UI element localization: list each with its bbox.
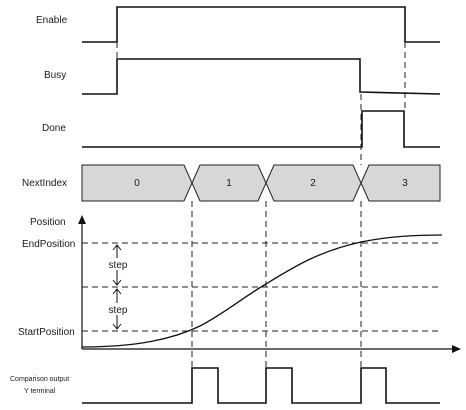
position-curve [81, 234, 443, 348]
position-x-arrow [452, 345, 461, 353]
next-index-value-3: 3 [402, 178, 408, 189]
next-index-value-2: 2 [310, 178, 316, 189]
next-index-label: NextIndex [22, 178, 67, 189]
enable-label: Enable [36, 15, 68, 26]
busy-waveform [82, 58, 441, 95]
comparison-output-label-line2: Y terminal [24, 388, 56, 395]
step-label-upper: step [109, 260, 128, 271]
next-index-value-1: 1 [226, 178, 232, 189]
step-indicator-upper: step [104, 244, 132, 286]
comparison-output-waveform [82, 367, 440, 404]
next-index-bus: 0 1 2 3 [81, 164, 441, 202]
comparison-output-label-line1: Comparison output [10, 376, 69, 383]
done-label: Done [42, 123, 66, 134]
position-axis-label: Position [30, 217, 66, 228]
next-index-cell-0 [81, 164, 193, 202]
done-waveform [82, 110, 440, 148]
step-label-lower: step [109, 305, 128, 316]
next-index-cell-3 [360, 164, 441, 202]
enable-waveform [82, 6, 440, 43]
step-indicator-lower: step [104, 288, 132, 330]
start-position-label: StartPosition [18, 327, 75, 338]
end-position-label: EndPosition [22, 239, 75, 250]
next-index-value-0: 0 [134, 178, 140, 189]
position-y-arrow [78, 215, 86, 224]
busy-label: Busy [44, 70, 66, 81]
